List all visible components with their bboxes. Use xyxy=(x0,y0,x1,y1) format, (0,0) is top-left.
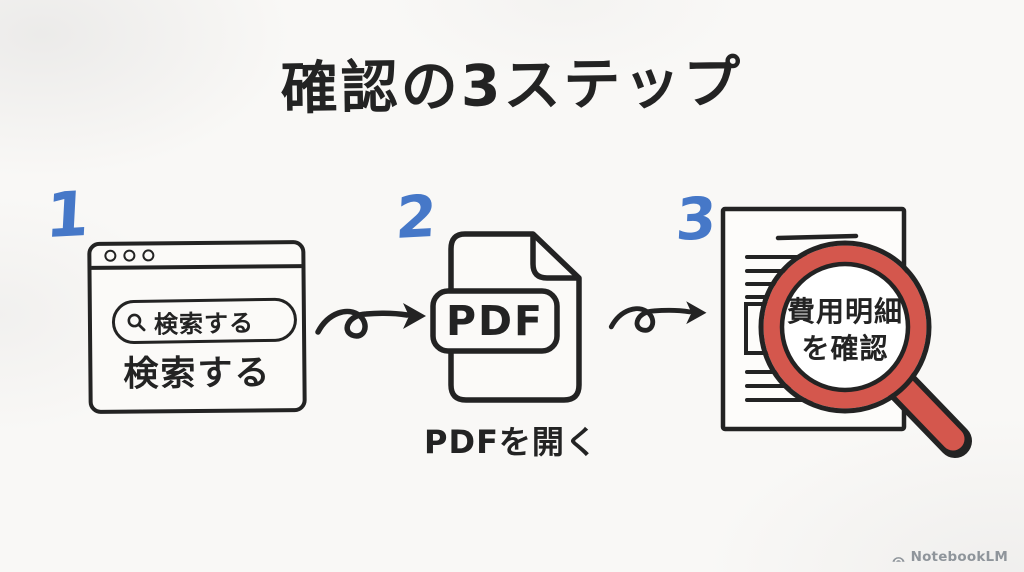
step-1-caption: 検索する xyxy=(123,353,272,395)
arrow-icon xyxy=(608,301,707,333)
lens-text-line1: 費用明細 xyxy=(787,295,903,328)
watermark: NotebookLM xyxy=(891,549,1008,565)
browser-title-bar xyxy=(91,244,302,270)
page-title: 確認の3ステップ xyxy=(280,49,744,123)
notebooklm-logo-icon xyxy=(891,550,906,564)
arrow-icon xyxy=(315,303,426,339)
browser-window: 検索する 検索する xyxy=(87,240,307,414)
pdf-label: PDF xyxy=(446,297,544,345)
search-icon xyxy=(126,311,147,332)
lens-text-line2: を確認 xyxy=(801,332,888,365)
window-control-dot xyxy=(104,249,117,262)
watermark-label: NotebookLM xyxy=(910,549,1008,565)
step-1-number: 1 xyxy=(44,176,92,253)
window-control-dot xyxy=(123,249,136,262)
step-2-caption: PDFを開く xyxy=(424,423,598,461)
search-input-text: 検索する xyxy=(153,308,255,339)
pdf-file-icon: PDF xyxy=(430,231,582,403)
window-control-dot xyxy=(142,249,155,262)
document-with-magnifier: 費用明細 を確認 xyxy=(720,206,972,458)
search-input: 検索する xyxy=(111,297,298,345)
magnifier-icon: 費用明細 を確認 xyxy=(758,240,972,458)
